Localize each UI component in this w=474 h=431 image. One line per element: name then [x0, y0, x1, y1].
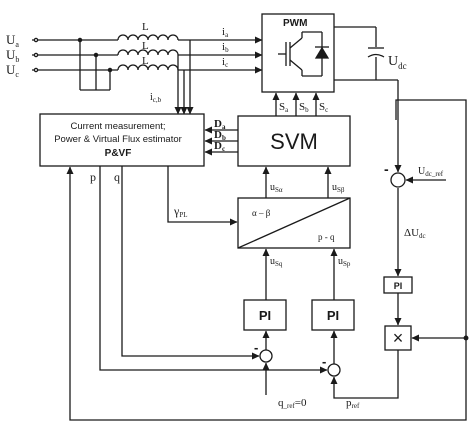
svg-text:uSq: uSq	[270, 256, 283, 268]
transform-bottom-label: p - q	[318, 232, 335, 242]
phase-b-line	[32, 49, 263, 59]
gamma-signal	[167, 166, 238, 226]
dc-outer-loop	[66, 99, 467, 421]
svg-text:ΔUdc: ΔUdc	[404, 227, 426, 240]
svg-text:ic,b: ic,b	[150, 92, 162, 104]
inductor-label-a: L	[142, 21, 149, 33]
svg-text:Sa: Sa	[279, 101, 289, 114]
svg-text:q_ref=0: q_ref=0	[278, 397, 307, 410]
terminal-ua	[33, 37, 39, 43]
svg-text:Da: Da	[214, 118, 226, 131]
label-ib: i	[222, 41, 225, 53]
svg-text:ia: ia	[222, 26, 229, 39]
label-gamma: γ	[173, 204, 180, 218]
p-sum-minus: -	[322, 354, 326, 369]
phase-a-line	[32, 34, 263, 44]
q-sum-minus: -	[254, 340, 258, 355]
current-sense-taps	[174, 40, 194, 115]
svg-text:uSα: uSα	[270, 182, 283, 194]
svg-text:Ub: Ub	[6, 47, 19, 64]
label-usp: u	[338, 256, 343, 267]
label-udc-ref: U	[418, 166, 426, 177]
switch-signal-labels: Sa Sb Sc	[279, 101, 328, 114]
voltage-sense-taps	[77, 37, 113, 91]
dc-sum-junction	[390, 172, 406, 188]
svg-text:Db: Db	[214, 129, 226, 142]
pwm-converter-block	[261, 13, 335, 93]
inductor-label-b: L	[142, 40, 149, 52]
p-feedback-line	[99, 166, 328, 374]
svg-text:ib: ib	[222, 41, 229, 54]
label-uc: U	[6, 62, 16, 77]
svg-text:Power & Virtual Flux estimator: Power & Virtual Flux estimator	[54, 134, 182, 145]
pi-dc-label: PI	[394, 281, 403, 291]
duty-cycle-arrows	[204, 126, 238, 156]
svg-text:uSp: uSp	[338, 256, 351, 268]
label-ia: i	[222, 26, 225, 38]
label-usa: u	[270, 182, 275, 193]
supply-labels: Ua Ub Uc L L L ia ib ic ic,b	[6, 21, 229, 104]
inductor-label-c: L	[142, 55, 149, 67]
label-ic: i	[222, 56, 225, 68]
label-pref: p	[346, 397, 352, 409]
multiplier-block	[384, 325, 412, 351]
label-ua: U	[6, 32, 16, 47]
transform-top-label: α – β	[252, 208, 271, 218]
svg-text:Sb: Sb	[299, 101, 309, 114]
transform-diagonal	[237, 197, 351, 249]
label-p: p	[90, 170, 96, 184]
pi-q-label: PI	[259, 308, 271, 323]
p-sum-junction	[327, 363, 341, 377]
label-qref: q	[278, 397, 284, 409]
dc-link-wiring	[334, 26, 402, 173]
estimator-text: Current measurement; Power & Virtual Flu…	[54, 121, 182, 159]
svg-text:Current measurement;: Current measurement;	[70, 121, 165, 132]
pwm-label: PWM	[283, 18, 307, 29]
phase-c-line	[32, 64, 263, 74]
pi-p-label: PI	[327, 308, 339, 323]
dc-outer-junction	[463, 335, 469, 341]
label-usb: u	[332, 182, 337, 193]
svg-text:Udc: Udc	[388, 54, 407, 71]
svg-text:Uc: Uc	[6, 62, 19, 79]
terminal-ub	[33, 52, 39, 58]
igbt-symbol	[278, 31, 323, 77]
q-feedback-line	[121, 166, 260, 360]
svg-text:Sc: Sc	[319, 101, 328, 114]
diode-symbol	[314, 46, 330, 59]
pi-block-p	[311, 299, 355, 331]
svg-text:ic: ic	[222, 56, 228, 69]
transform-block	[237, 197, 351, 249]
svg-text:P&VF: P&VF	[105, 148, 132, 159]
label-q: q	[114, 170, 120, 184]
pref-path	[330, 350, 399, 399]
label-ub: U	[6, 47, 16, 62]
pi-block-q	[243, 299, 287, 331]
switch-signal-arrows	[272, 92, 320, 116]
dc-sum-minus: -	[384, 161, 389, 177]
svm-label: SVM	[270, 129, 318, 154]
label-icb: i	[150, 92, 153, 103]
svg-text:Dc: Dc	[214, 140, 225, 153]
multiplier-symbol: ×	[393, 328, 404, 348]
svg-text:uSβ: uSβ	[332, 182, 345, 194]
svg-text:Ua: Ua	[6, 32, 19, 49]
terminal-uc	[33, 67, 39, 73]
svg-text:γPL: γPL	[173, 204, 187, 219]
svg-text:Udc_ref: Udc_ref	[418, 166, 444, 178]
label-usq: u	[270, 256, 275, 267]
duty-cycle-labels: Da Db Dc	[214, 118, 226, 153]
svg-text:pref: pref	[346, 397, 360, 410]
label-delta-udc: ΔU	[404, 227, 419, 239]
q-sum-junction	[259, 349, 273, 363]
label-udc: U	[388, 54, 398, 69]
